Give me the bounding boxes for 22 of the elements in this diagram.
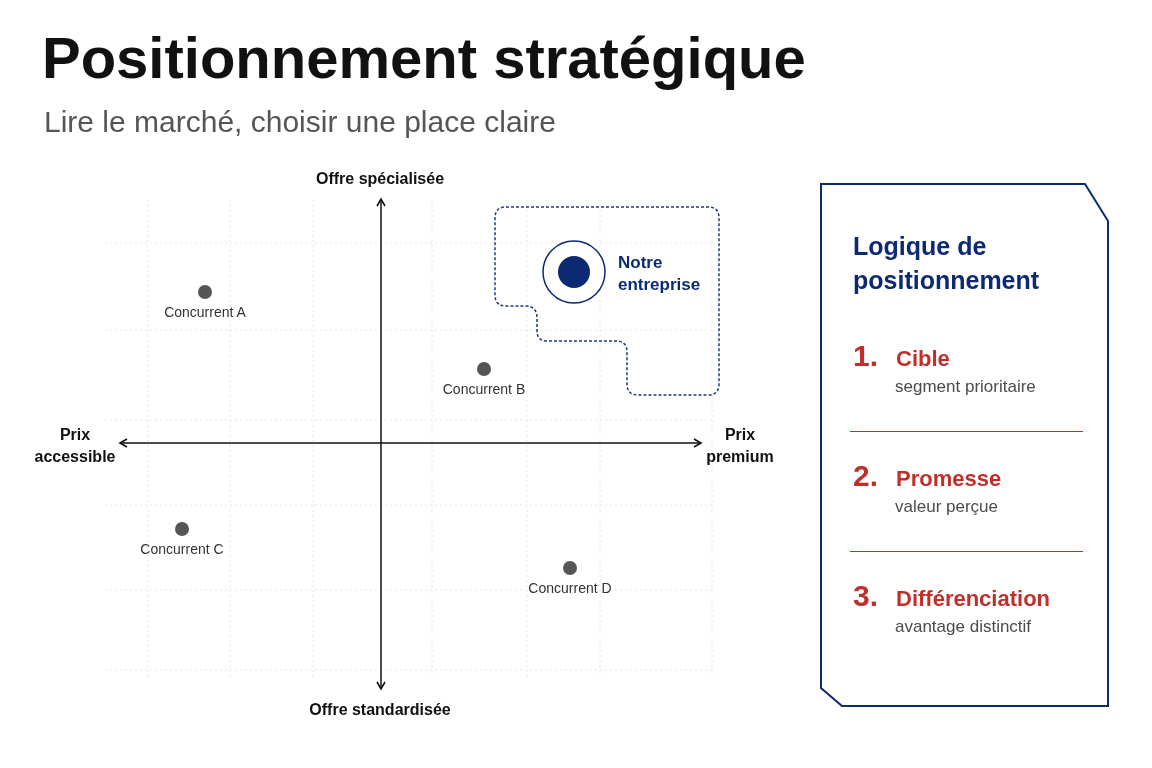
step-title: Cible: [896, 345, 950, 373]
step-description: segment prioritaire: [895, 376, 1036, 398]
step-number: 3.: [853, 578, 879, 614]
step-description: avantage distinctif: [895, 616, 1032, 638]
competitor-label: Concurrent A: [163, 303, 247, 321]
step-description: valeur perçue: [895, 496, 998, 518]
step-number: 1.: [853, 338, 879, 374]
subtitle: Lire le marché, choisir une place claire: [44, 104, 556, 140]
step-title: Différenciation: [896, 585, 1051, 613]
competitor-label: Concurrent C: [139, 540, 225, 558]
step-title: Promesse: [896, 465, 1002, 493]
competitor-label: Concurrent D: [527, 579, 613, 597]
panel-heading: Logique de positionnement: [853, 231, 1041, 296]
step-number: 2.: [853, 458, 879, 494]
competitor-label: Concurrent B: [441, 380, 527, 398]
title: Positionnement stratégique: [42, 24, 806, 92]
axis-label: Offre spécialisée: [314, 169, 446, 189]
logic-panel: [820, 183, 1110, 707]
company-label: Notre entreprise: [618, 252, 702, 296]
axis-label: Offre standardisée: [308, 700, 452, 720]
axis-label: Prix premium: [705, 425, 775, 467]
axis-label: Prix accessible: [33, 425, 117, 467]
